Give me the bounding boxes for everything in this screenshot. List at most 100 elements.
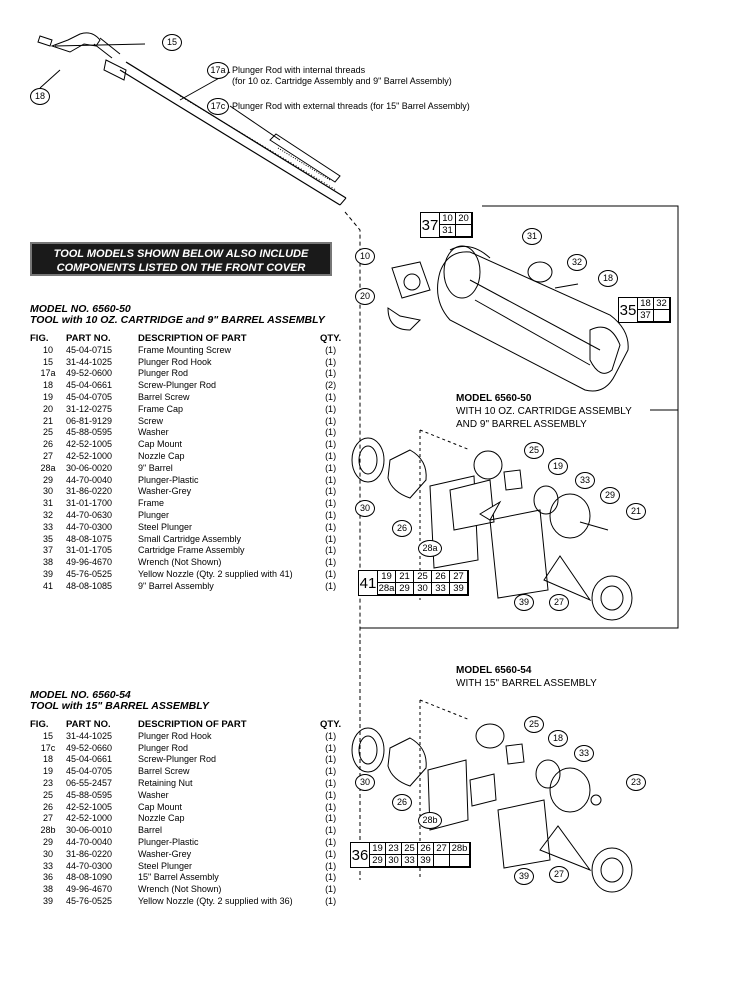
ref-box-35: 35 18 32 37 [618,297,671,323]
ref-box-36: 36 19 23 25 26 27 28b 29 30 33 39 [350,842,471,868]
part-no-cell: 45-04-0661 [66,754,113,765]
ref-cell [654,310,670,322]
qty-cell: (1) [325,777,337,788]
qty-cell: (1) [325,568,337,579]
callout-30b: 30 [355,774,375,791]
qty-cell: (1) [325,557,337,568]
fig-cell: 23 [42,777,53,788]
description-cell: Cap Mount [138,801,183,812]
qty-cell: (1) [325,836,337,847]
description-cell: Barrel Screw [138,766,190,777]
model-54-title: MODEL NO. 6560-54 TOOL with 15" BARREL A… [30,690,209,712]
ref-box-37-main: 37 [421,213,440,237]
callout-28a: 28a [418,540,442,557]
part-no-cell: 49-96-4670 [66,884,113,895]
part-no-cell: 42-52-1000 [66,450,113,461]
qty-cell: (1) [325,498,337,509]
callout-33: 33 [575,472,595,489]
description-cell: Screw [138,415,164,426]
description-cell: Screw-Plunger Rod [138,754,217,765]
model-54-caption: MODEL 6560-54 WITH 15" BARREL ASSEMBLY [456,664,597,690]
callout-17c: 17c [207,98,229,115]
part-no-cell: 44-70-0300 [66,860,113,871]
ref-box-36-main: 36 [351,843,370,867]
plunger-rod-hook-drawing [50,32,101,53]
fig-cell: 33 [42,521,53,532]
qty-cell: (1) [325,356,337,367]
screw-18-drawing [37,35,53,47]
callout-18: 18 [30,88,50,105]
part-no-cell: 45-76-0525 [66,895,113,906]
description-cell: Plunger-Plastic [138,836,199,847]
ref-cell [456,225,472,237]
qty-cell: (2) [325,380,337,391]
fig-cell: 27 [42,813,53,824]
description-cell: 15" Barrel Assembly [138,872,219,883]
fig-cell: 17a [40,368,56,379]
callout-30: 30 [355,500,375,517]
ref-cell: 21 [396,571,414,583]
ref-cell: 26 [418,843,434,855]
ref-cell: 29 [370,855,386,867]
fig-cell: 25 [42,789,53,800]
part-no-cell: 45-04-0705 [66,766,113,777]
qty-cell: (1) [325,580,337,591]
parts-table-6560-50: FIG. PART NO. DESCRIPTION OF PART QTY. 1… [30,333,341,593]
description-cell: Washer [138,789,169,800]
col-description: DESCRIPTION OF PART [138,333,247,344]
ref-cell: 19 [378,571,396,583]
model-54-title-line1: MODEL NO. 6560-54 [30,689,131,701]
parts-table-6560-54: FIG. PART NO. DESCRIPTION OF PART QTY. 1… [30,719,341,908]
part-no-cell: 48-08-1075 [66,533,113,544]
callout-33b: 33 [574,745,594,762]
part-no-cell: 30-06-0010 [66,825,113,836]
description-cell: Plunger Rod [138,742,189,753]
part-no-cell: 31-12-0275 [66,403,113,414]
part-no-cell: 49-52-0600 [66,368,113,379]
description-cell: Nozzle Cap [138,813,185,824]
fig-cell: 30 [42,848,53,859]
fig-cell: 38 [42,557,53,568]
part-no-cell: 42-52-1005 [66,801,113,812]
fig-cell: 28a [40,462,56,473]
plunger-17a-line1: Plunger Rod with internal threads [232,65,366,75]
callout-39: 39 [514,594,534,611]
fig-cell: 32 [42,509,53,520]
plunger-17a-note: Plunger Rod with internal threads (for 1… [232,65,452,86]
part-no-cell: 45-88-0595 [66,789,113,800]
description-cell: Nozzle Cap [138,450,185,461]
plunger-17a-line2: (for 10 oz. Cartridge Assembly and 9" Ba… [232,75,452,86]
callout-15: 15 [162,34,182,51]
description-cell: Washer-Grey [138,486,192,497]
part-no-cell: 45-88-0595 [66,427,113,438]
qty-cell: (1) [325,427,337,438]
ref-cell: 31 [440,225,456,237]
description-cell: Frame Cap [138,403,184,414]
description-cell: Plunger Rod Hook [138,356,212,367]
description-cell: Wrench (Not Shown) [138,884,222,895]
ref-box-37: 37 10 20 31 [420,212,473,238]
part-no-cell: 44-70-0300 [66,521,113,532]
ref-cell [450,855,470,867]
col-part-no: PART NO. [66,719,111,730]
fig-cell: 39 [42,568,53,579]
qty-cell: (1) [325,368,337,379]
description-cell: Plunger Rod Hook [138,730,212,741]
callout-26b: 26 [392,794,412,811]
